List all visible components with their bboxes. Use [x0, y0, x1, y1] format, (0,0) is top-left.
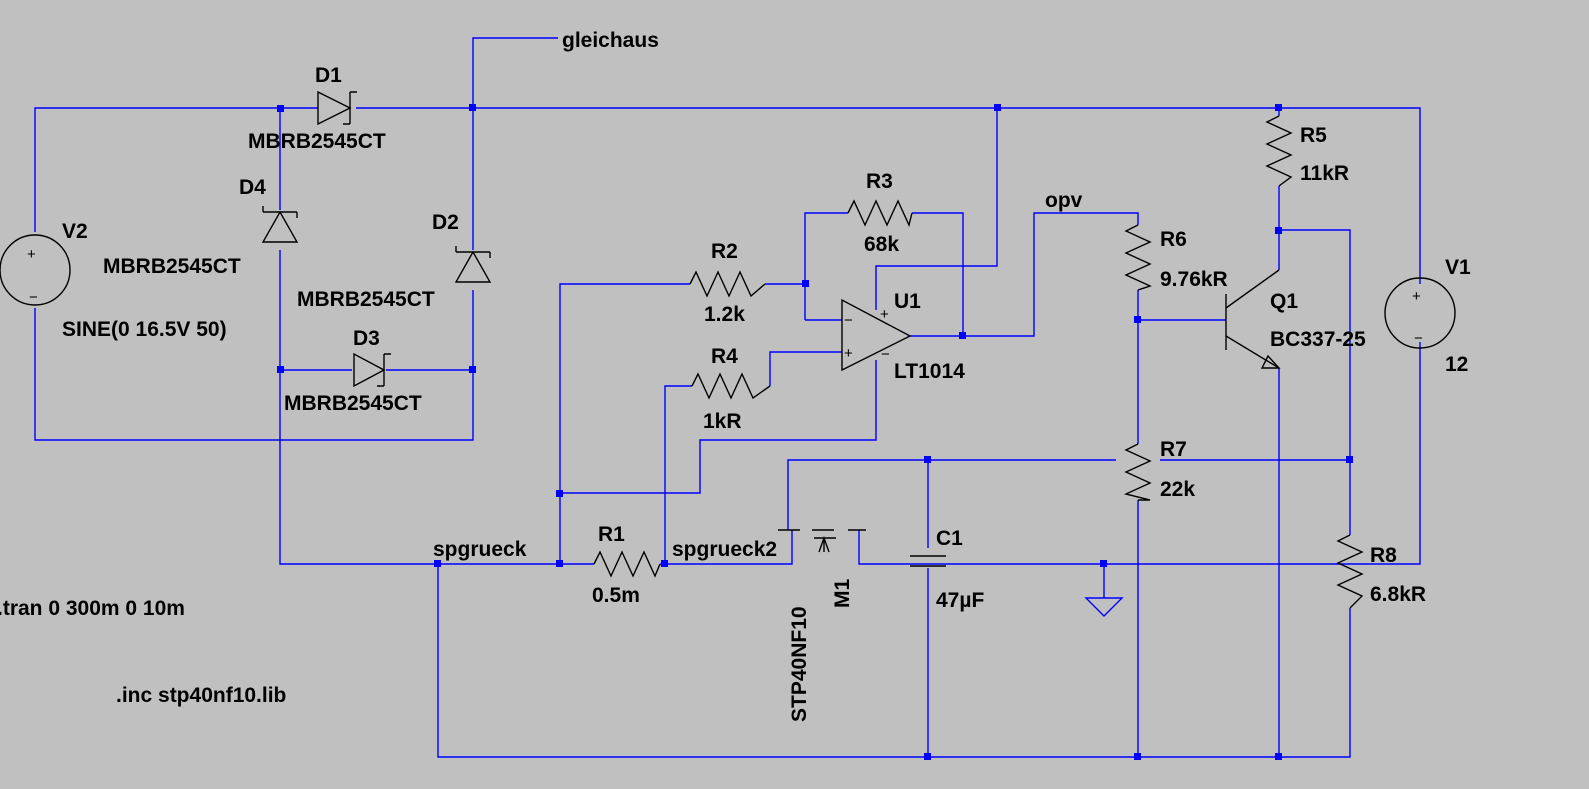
component-value: 47µF [936, 589, 984, 612]
resistor-r5[interactable]: R5 11kR [1265, 115, 1349, 187]
ground-symbol [1084, 597, 1124, 617]
component-name: D2 [432, 211, 459, 234]
minus-input-sign: − [844, 312, 853, 329]
component-name: R3 [866, 170, 893, 193]
component-value: 11kR [1300, 162, 1349, 185]
junction-dot [1100, 560, 1107, 567]
diode-d1[interactable]: D1 MBRB2545CT [248, 64, 386, 153]
junction-dot [556, 560, 563, 567]
voltage-source-v1[interactable]: + − V1 12 [1384, 256, 1471, 376]
diode-d2[interactable]: D2 MBRB2545CT [297, 211, 492, 311]
resistor-r6[interactable]: R6 9.76kR [1124, 224, 1228, 291]
junction-dot [556, 490, 563, 497]
minus-sign: − [1414, 330, 1423, 347]
component-value: 12 [1445, 353, 1468, 376]
junction-dot [434, 560, 441, 567]
junction-dot [802, 280, 809, 287]
component-value: 9.76kR [1160, 268, 1228, 291]
junction-dot [661, 560, 668, 567]
resistor-r8[interactable]: R8 6.8kR [1336, 534, 1426, 609]
net-label-spgrueck: spgrueck [433, 538, 527, 561]
junction-dot [924, 456, 931, 463]
component-name: R8 [1370, 544, 1397, 567]
component-value: 68k [864, 233, 899, 256]
component-name: R2 [711, 240, 738, 263]
component-model: MBRB2545CT [297, 288, 435, 311]
junction-dot [1275, 753, 1282, 760]
component-model: BC337-25 [1270, 328, 1366, 351]
component-name: D3 [353, 327, 380, 350]
directive-inc[interactable]: .inc stp40nf10.lib [116, 684, 286, 707]
resistor-r4[interactable]: R4 1kR [691, 345, 771, 433]
component-value: 1.2k [704, 303, 745, 326]
component-value: 6.8kR [1370, 583, 1426, 606]
component-name: R5 [1300, 124, 1327, 147]
voltage-source-v2[interactable]: + − V2 SINE(0 16.5V 50) [0, 220, 227, 341]
plus-input-sign: + [844, 345, 853, 362]
component-name: V1 [1445, 256, 1471, 279]
junction-dot [1134, 316, 1141, 323]
supply-plus-sign: + [880, 306, 889, 323]
junction-dot [1346, 456, 1353, 463]
net-label-spgrueck2: spgrueck2 [672, 538, 777, 561]
component-name: Q1 [1270, 290, 1298, 313]
component-model: LT1014 [894, 360, 965, 383]
opamp-u1[interactable]: − + + − U1 LT1014 [841, 290, 965, 383]
junction-dot [959, 332, 966, 339]
resistor-r1[interactable]: R1 0.5m [592, 523, 661, 607]
component-name: R7 [1160, 438, 1187, 461]
component-value: SINE(0 16.5V 50) [62, 318, 227, 341]
component-name: U1 [894, 290, 921, 313]
junction-dot [277, 366, 284, 373]
junction-dot [277, 105, 284, 112]
component-value: 0.5m [592, 584, 640, 607]
junction-dot [1275, 104, 1282, 111]
wires [34, 37, 1421, 758]
component-name: R4 [711, 345, 738, 368]
resistor-r2[interactable]: R2 1.2k [689, 240, 766, 326]
component-value: 1kR [703, 410, 742, 433]
minus-sign: − [29, 289, 38, 306]
directive-tran[interactable]: .tran 0 300m 0 10m [0, 597, 185, 620]
resistor-r7[interactable]: R7 22k [1123, 438, 1195, 501]
component-value: 22k [1160, 478, 1195, 501]
junction-dot [994, 104, 1001, 111]
junction-dot [469, 104, 476, 111]
component-name: R6 [1160, 228, 1187, 251]
component-model: MBRB2545CT [103, 255, 241, 278]
junction-dot [924, 753, 931, 760]
component-name: V2 [62, 220, 88, 243]
component-name: M1 [831, 579, 854, 608]
junctions [277, 104, 1353, 760]
capacitor-c1[interactable]: C1 47µF [910, 527, 984, 612]
component-name: R1 [598, 523, 625, 546]
net-label-opv: opv [1045, 189, 1083, 212]
junction-dot [1134, 753, 1141, 760]
diode-d3[interactable]: D3 MBRB2545CT [284, 327, 422, 415]
supply-minus-sign: − [881, 346, 890, 363]
mosfet-m1[interactable]: STP40NF10 M1 [778, 529, 866, 722]
component-name: D1 [315, 64, 342, 87]
junction-dot [469, 366, 476, 373]
component-model: MBRB2545CT [248, 130, 386, 153]
component-name: C1 [936, 527, 963, 550]
resistor-r3[interactable]: R3 68k [847, 170, 913, 256]
npn-transistor-q1[interactable]: Q1 BC337-25 [1225, 269, 1366, 369]
plus-sign: + [27, 246, 36, 263]
component-model: MBRB2545CT [284, 392, 422, 415]
component-model: STP40NF10 [788, 606, 811, 722]
net-label-gleichaus: gleichaus [562, 29, 659, 52]
plus-sign: + [1412, 288, 1421, 305]
diode-d4[interactable]: D4 MBRB2545CT [103, 176, 299, 278]
junction-dot [1275, 227, 1282, 234]
component-name: D4 [239, 176, 266, 199]
